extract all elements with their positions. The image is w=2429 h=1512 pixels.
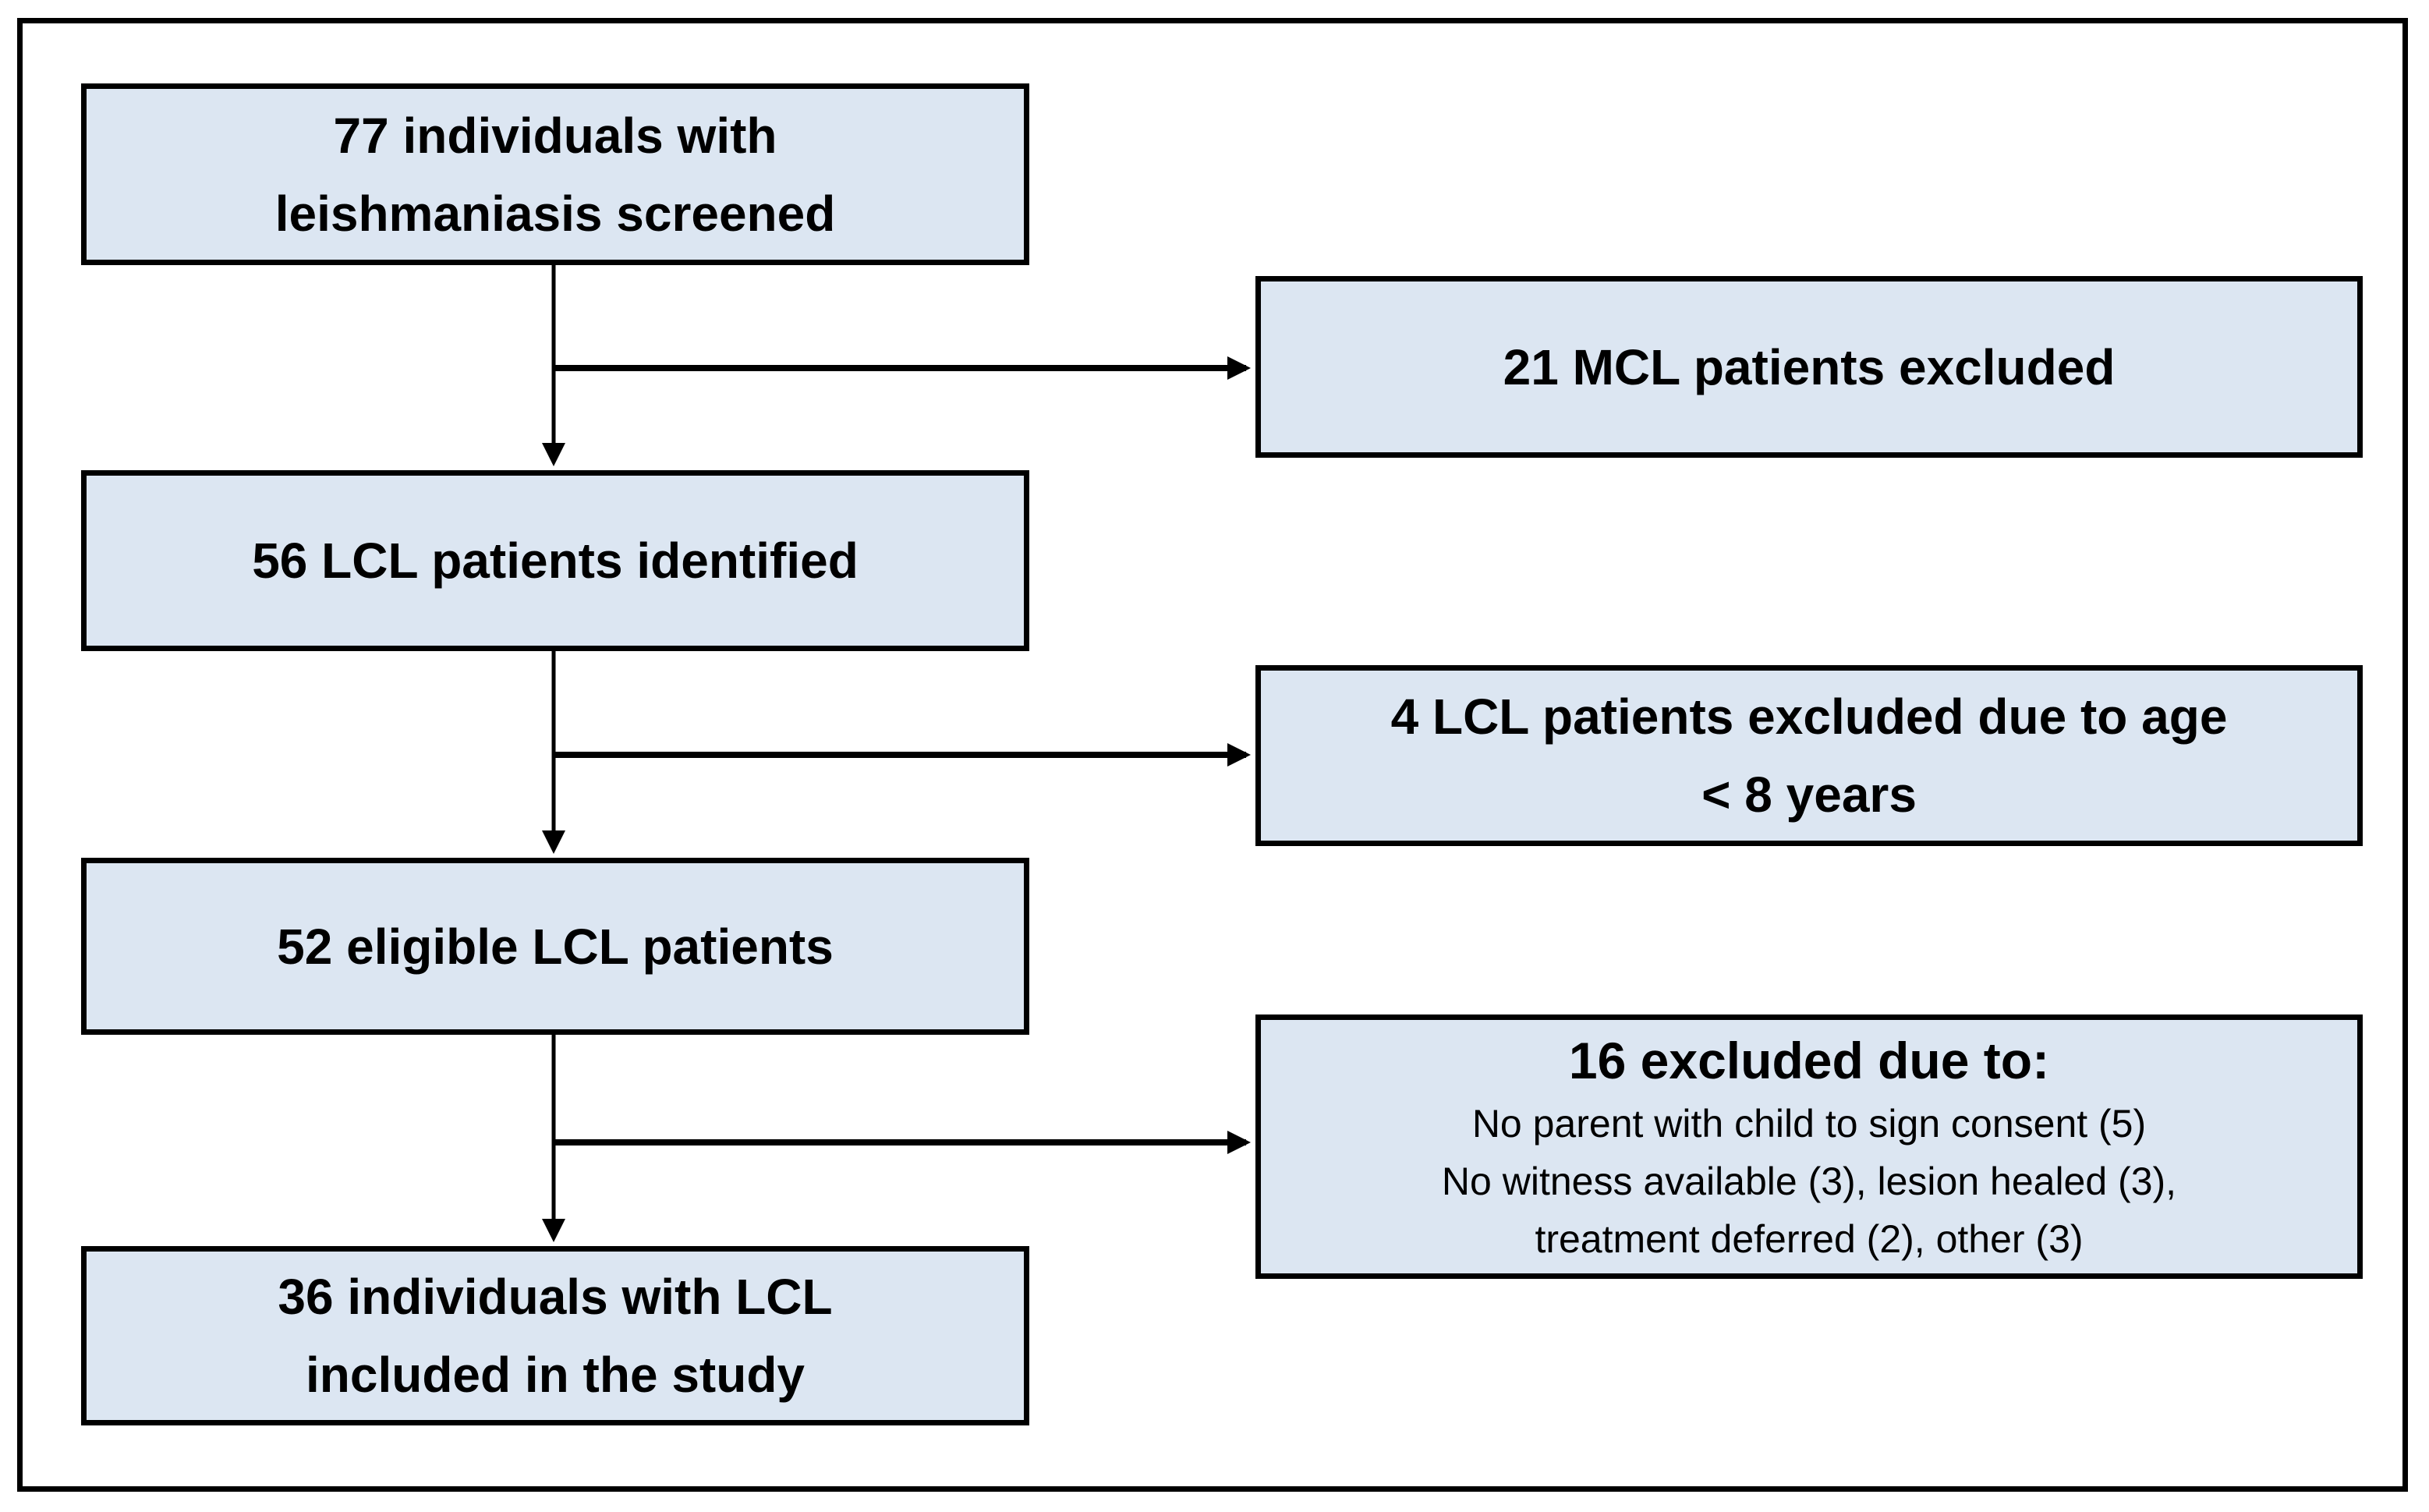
box-identified: 56 LCL patients identified xyxy=(81,470,1029,651)
box-age-excluded: 4 LCL patients excluded due to age < 8 y… xyxy=(1255,665,2363,846)
box-eligible-text: 52 eligible LCL patients xyxy=(277,918,834,975)
box-16-excluded-details: No parent with child to sign consent (5)… xyxy=(1441,1101,2177,1261)
box-eligible: 52 eligible LCL patients xyxy=(81,858,1029,1035)
box-16-excluded: 16 excluded due to: No parent with child… xyxy=(1255,1014,2363,1279)
box-mcl-excluded-text: 21 MCL patients excluded xyxy=(1503,338,2116,395)
box-age-excluded-text: 4 LCL patients excluded due to age < 8 y… xyxy=(1390,689,2228,823)
box-identified-text: 56 LCL patients identified xyxy=(252,533,859,589)
box-included: 36 individuals with LCL included in the … xyxy=(81,1246,1029,1425)
box-included-text: 36 individuals with LCL included in the … xyxy=(278,1269,833,1403)
box-screened-text: 77 individuals with leishmaniasis screen… xyxy=(274,107,836,242)
diagram-border xyxy=(17,18,2408,1492)
box-16-excluded-heading: 16 excluded due to: xyxy=(1568,1031,2050,1089)
box-screened: 77 individuals with leishmaniasis screen… xyxy=(81,83,1029,265)
box-mcl-excluded: 21 MCL patients excluded xyxy=(1255,276,2363,458)
